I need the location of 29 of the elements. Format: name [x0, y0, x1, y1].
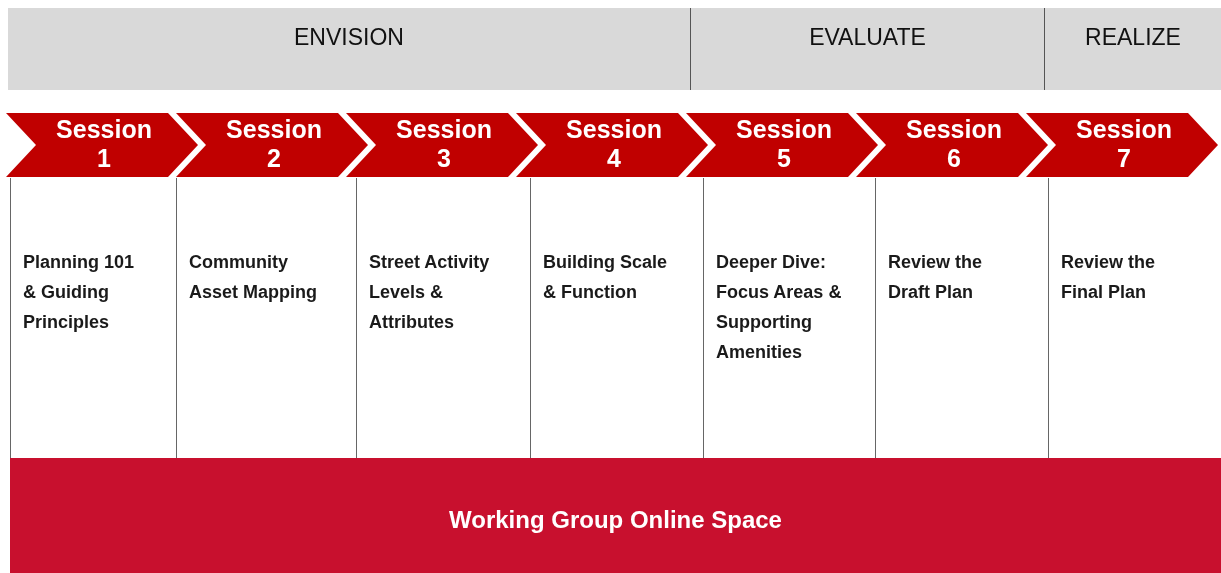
session-banner: [1026, 113, 1218, 177]
session-topic: Community Asset Mapping: [189, 251, 318, 304]
session-banner: [856, 113, 1048, 177]
session-banner: [686, 113, 878, 177]
session-topic: Building Scale & Function: [543, 251, 669, 304]
session-banner: [6, 113, 198, 177]
session-topic: Deeper Dive: Focus Areas & Supporting Amenities: [716, 251, 843, 364]
session-label: Session 2: [225, 115, 323, 173]
session-label: Session 4: [565, 115, 663, 173]
phase-band: [1044, 8, 1221, 90]
session-banner: [346, 113, 538, 177]
phase-label: EVALUATE: [808, 24, 927, 51]
session-label: Session 7: [1075, 115, 1173, 173]
phase-label: REALIZE: [1084, 24, 1182, 51]
phase-band: [690, 8, 1044, 90]
session-topic: Planning 101 & Guiding Principles: [23, 251, 136, 334]
session-banner: [176, 113, 368, 177]
session-label: Session 6: [905, 115, 1003, 173]
session-topic: Review the Final Plan: [1061, 251, 1157, 304]
session-label: Session 1: [55, 115, 153, 173]
phase-band: [8, 8, 690, 90]
session-topic: Review the Draft Plan: [888, 251, 984, 304]
session-banner: [516, 113, 708, 177]
phase-label: ENVISION: [293, 24, 405, 51]
band-label: Working Group Online Space: [448, 506, 783, 534]
session-label: Session 3: [395, 115, 493, 173]
session-label: Session 5: [735, 115, 833, 173]
working-group-band: [10, 458, 1221, 573]
session-topic: Street Activity Levels & Attributes: [369, 251, 491, 334]
